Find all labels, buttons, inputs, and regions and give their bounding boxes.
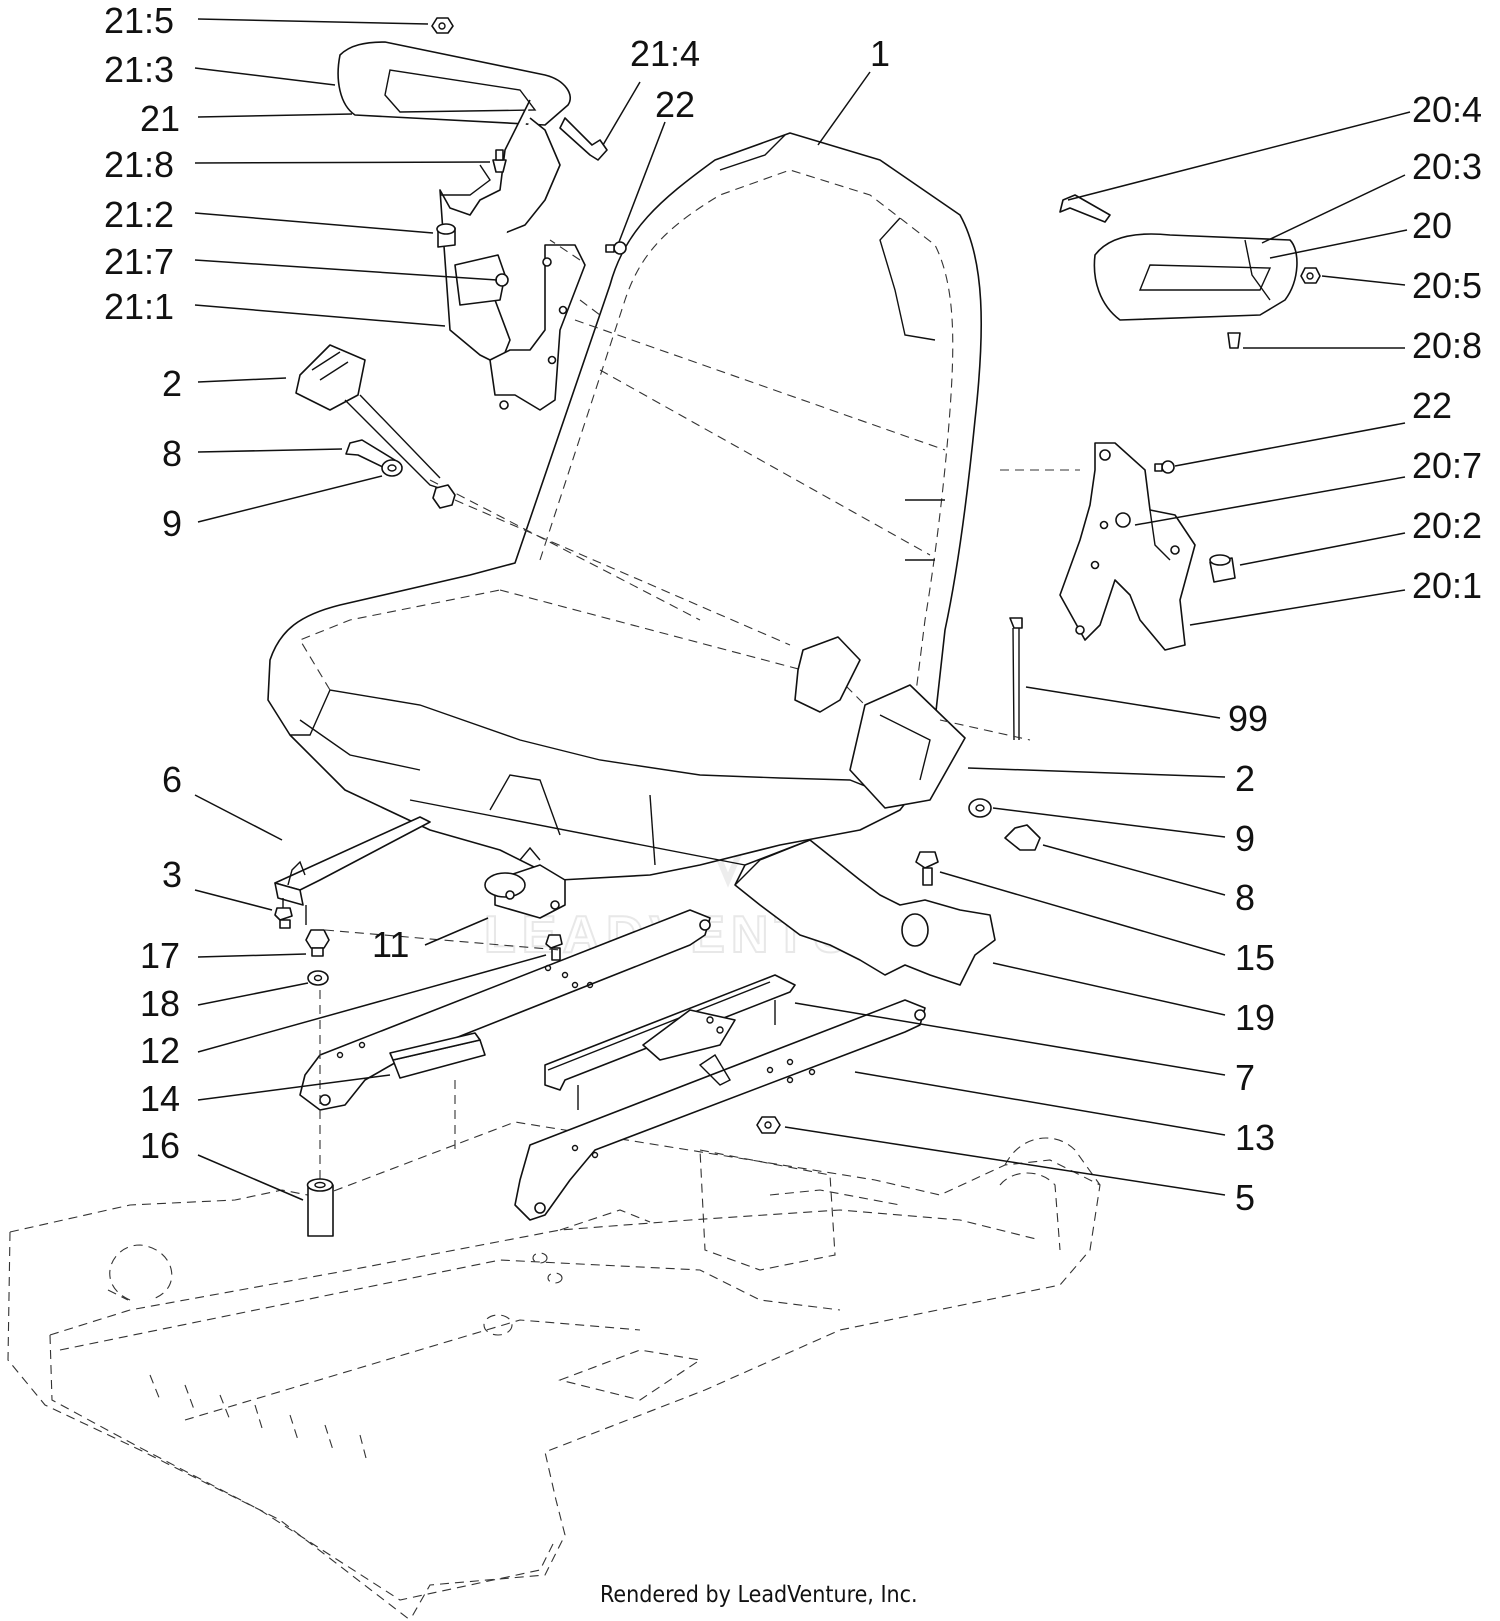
leader-lines xyxy=(194,18,1411,1201)
callout-9-left: 9 xyxy=(162,503,182,544)
callout-5: 5 xyxy=(1235,1177,1255,1218)
callout-labels: 21:5 21:3 21 21:8 21:2 21:7 21:1 2 8 9 2… xyxy=(104,0,1482,1218)
seat-belt xyxy=(295,344,1041,886)
callout-20-1: 20:1 xyxy=(1412,565,1482,606)
callout-22-left: 22 xyxy=(655,84,695,125)
callout-21-2: 21:2 xyxy=(104,194,174,235)
callout-99: 99 xyxy=(1228,698,1268,739)
callout-19: 19 xyxy=(1235,997,1275,1038)
callout-1: 1 xyxy=(870,33,890,74)
callout-8-left: 8 xyxy=(162,433,182,474)
left-armrest xyxy=(337,17,627,411)
callout-2-right: 2 xyxy=(1235,758,1255,799)
callout-17: 17 xyxy=(140,935,180,976)
callout-7: 7 xyxy=(1235,1057,1255,1098)
callout-21-8: 21:8 xyxy=(104,144,174,185)
callout-20-2: 20:2 xyxy=(1412,505,1482,546)
callout-16: 16 xyxy=(140,1125,180,1166)
callout-21-4: 21:4 xyxy=(630,33,700,74)
seat-plate-right xyxy=(514,974,926,1221)
callout-20-5: 20:5 xyxy=(1412,265,1482,306)
callout-13: 13 xyxy=(1235,1117,1275,1158)
callout-22-right: 22 xyxy=(1412,385,1452,426)
callout-20: 20 xyxy=(1412,205,1452,246)
right-armrest xyxy=(1059,194,1321,651)
footer-credit: Rendered by LeadVenture, Inc. xyxy=(600,1582,918,1608)
callout-20-8: 20:8 xyxy=(1412,325,1482,366)
callout-8-right: 8 xyxy=(1235,877,1255,918)
callout-21-1: 21:1 xyxy=(104,286,174,327)
callout-6: 6 xyxy=(162,759,182,800)
callout-15: 15 xyxy=(1235,937,1275,978)
chassis-base xyxy=(7,1121,1101,1621)
callout-20-4: 20:4 xyxy=(1412,89,1482,130)
callout-21-3: 21:3 xyxy=(104,49,174,90)
left-fasteners xyxy=(305,929,456,1237)
callout-20-7: 20:7 xyxy=(1412,445,1482,486)
callout-21-7: 21:7 xyxy=(104,241,174,282)
callout-9-right: 9 xyxy=(1235,818,1255,859)
callout-11: 11 xyxy=(372,924,409,965)
callout-21: 21 xyxy=(140,98,180,139)
alignment-lines xyxy=(324,239,1080,951)
callout-12: 12 xyxy=(140,1030,180,1071)
callout-3: 3 xyxy=(162,854,182,895)
mount-bracket xyxy=(409,799,996,986)
callout-2-left: 2 xyxy=(162,363,182,404)
callout-14: 14 xyxy=(140,1078,180,1119)
seat-plate-left xyxy=(299,909,711,1111)
callout-18: 18 xyxy=(140,983,180,1024)
callout-20-3: 20:3 xyxy=(1412,146,1482,187)
left-rail xyxy=(274,816,431,929)
callout-21-5: 21:5 xyxy=(104,0,174,41)
